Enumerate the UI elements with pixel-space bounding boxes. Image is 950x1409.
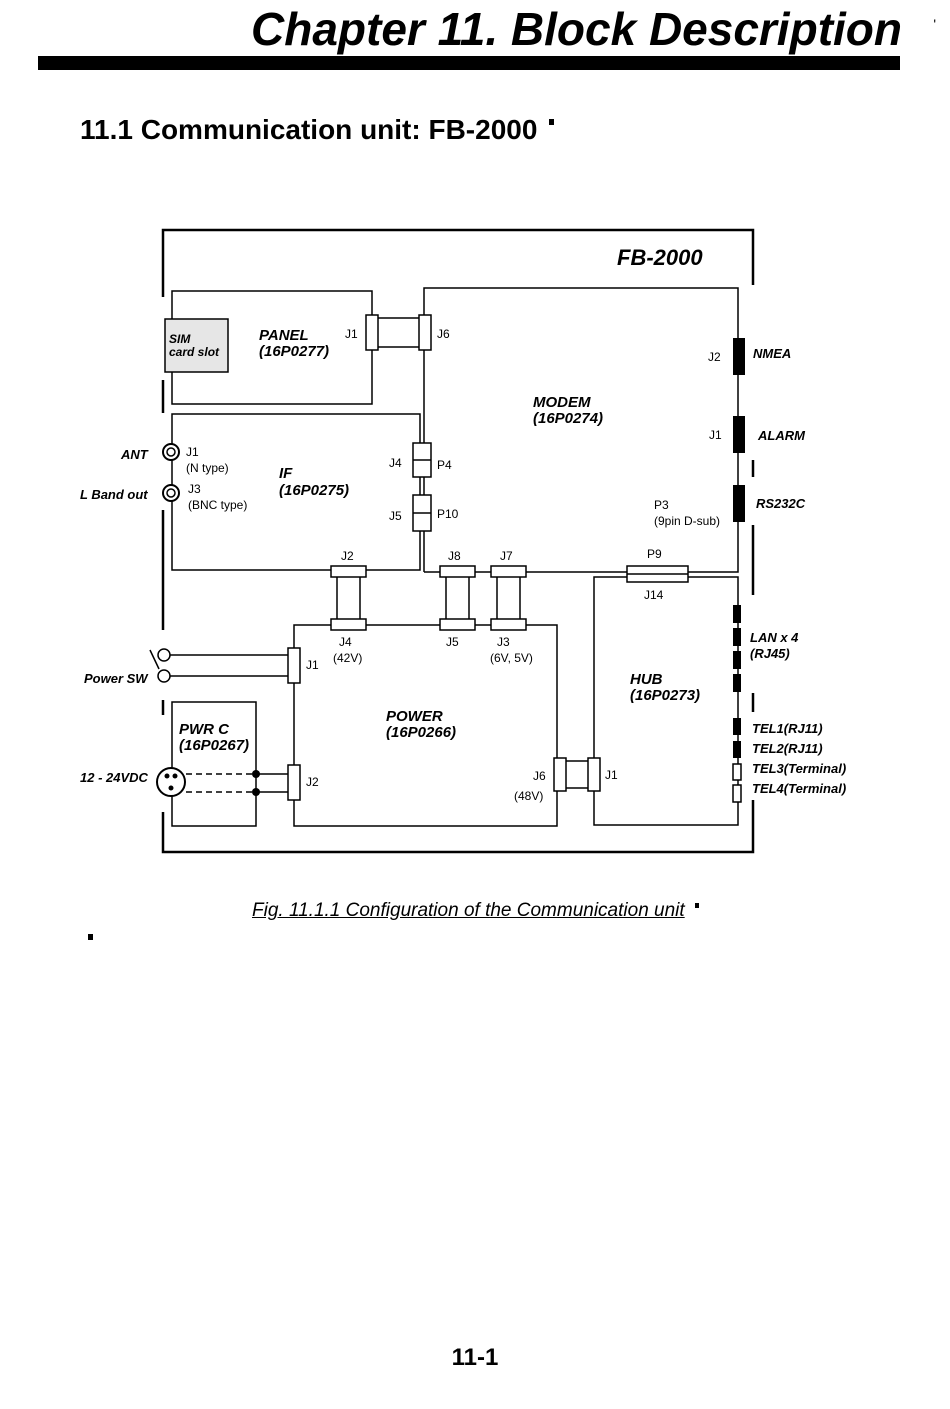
section-title: 11.1 Communication unit: FB-2000 xyxy=(80,114,555,146)
ext-nmea: NMEA xyxy=(753,346,791,361)
modem-j7: J7 xyxy=(500,549,513,563)
modem-j8: J8 xyxy=(448,549,461,563)
modem-j2: J2 xyxy=(708,350,721,364)
pwrc-name: PWR C xyxy=(179,721,230,738)
ext-lan-1: LAN x 4 xyxy=(750,630,799,645)
ext-lan-2: (RJ45) xyxy=(750,646,790,661)
power-board xyxy=(293,624,558,827)
if-j3: J3 xyxy=(188,482,201,496)
modem-board xyxy=(423,287,739,573)
sim-label-2: card slot xyxy=(169,345,220,359)
ext-tel2: TEL2(RJ11) xyxy=(752,741,823,756)
power-j1: J1 xyxy=(306,658,319,672)
ext-alarm: ALARM xyxy=(757,428,806,443)
if-part: (16P0275) xyxy=(279,482,349,499)
unit-title: FB-2000 xyxy=(617,245,703,270)
ext-lband: L Band out xyxy=(80,487,148,502)
modem-j6: J6 xyxy=(437,327,450,341)
ext-ant: ANT xyxy=(120,447,149,462)
power-part: (16P0266) xyxy=(386,724,456,741)
if-j4: J4 xyxy=(389,456,402,470)
ext-tel1: TEL1(RJ11) xyxy=(752,721,823,736)
power-j4: J4 xyxy=(339,635,352,649)
pwrc-board xyxy=(171,701,257,827)
chapter-title: Chapter 11. Block Description xyxy=(251,3,902,55)
panel-part: (16P0277) xyxy=(259,343,329,360)
ext-power-sw: Power SW xyxy=(84,671,149,686)
ext-dc-in: 12 - 24VDC xyxy=(80,770,149,785)
header-tick-mark: ' xyxy=(933,16,936,32)
ext-rs232c: RS232C xyxy=(756,496,806,511)
hub-name: HUB xyxy=(630,671,663,688)
stray-bullet xyxy=(88,934,93,940)
modem-p4: P4 xyxy=(437,458,452,472)
section-title-text: 11.1 Communication unit: FB-2000 xyxy=(80,114,538,145)
modem-p3: P3 xyxy=(654,498,669,512)
enclosure-bottom xyxy=(161,800,755,854)
ext-tel4: TEL4(Terminal) xyxy=(752,781,846,796)
power-j3: J3 xyxy=(497,635,510,649)
if-j2: J2 xyxy=(341,549,354,563)
power-j3-desc: (6V, 5V) xyxy=(490,651,533,665)
panel-j1: J1 xyxy=(345,327,358,341)
sim-card-slot xyxy=(164,318,229,373)
caption-mark xyxy=(694,903,699,908)
power-j5: J5 xyxy=(446,635,459,649)
modem-p3-desc: (9pin D-sub) xyxy=(654,514,720,528)
page-number: 11-1 xyxy=(451,1344,499,1371)
pwrc-part: (16P0267) xyxy=(179,737,249,754)
power-name: POWER xyxy=(386,708,443,725)
modem-j1: J1 xyxy=(709,428,722,442)
modem-p10: P10 xyxy=(437,507,459,521)
power-j6-desc: (48V) xyxy=(514,789,543,803)
panel-name: PANEL xyxy=(259,327,309,344)
if-j1: J1 xyxy=(186,445,199,459)
power-j2: J2 xyxy=(306,775,319,789)
hub-part: (16P0273) xyxy=(630,687,700,704)
figure-caption-text: Fig. 11.1.1 Configuration of the Communi… xyxy=(252,900,685,921)
modem-part: (16P0274) xyxy=(533,410,603,427)
if-name: IF xyxy=(279,465,293,482)
hub-j14: J14 xyxy=(644,588,664,602)
modem-name: MODEM xyxy=(533,394,591,411)
if-j3-desc: (BNC type) xyxy=(188,498,247,512)
enclosure-left-top xyxy=(161,228,755,297)
if-j5: J5 xyxy=(389,509,402,523)
figure-caption: Fig. 11.1.1 Configuration of the Communi… xyxy=(252,900,699,922)
sim-label-1: SIM xyxy=(169,332,191,346)
modem-p9: P9 xyxy=(647,547,662,561)
power-j6: J6 xyxy=(533,769,546,783)
ext-tel3: TEL3(Terminal) xyxy=(752,761,846,776)
chapter-rule xyxy=(38,56,900,70)
if-j1-desc: (N type) xyxy=(186,461,229,475)
section-bullet xyxy=(549,119,555,125)
hub-j1: J1 xyxy=(605,768,618,782)
power-j4-desc: (42V) xyxy=(333,651,362,665)
